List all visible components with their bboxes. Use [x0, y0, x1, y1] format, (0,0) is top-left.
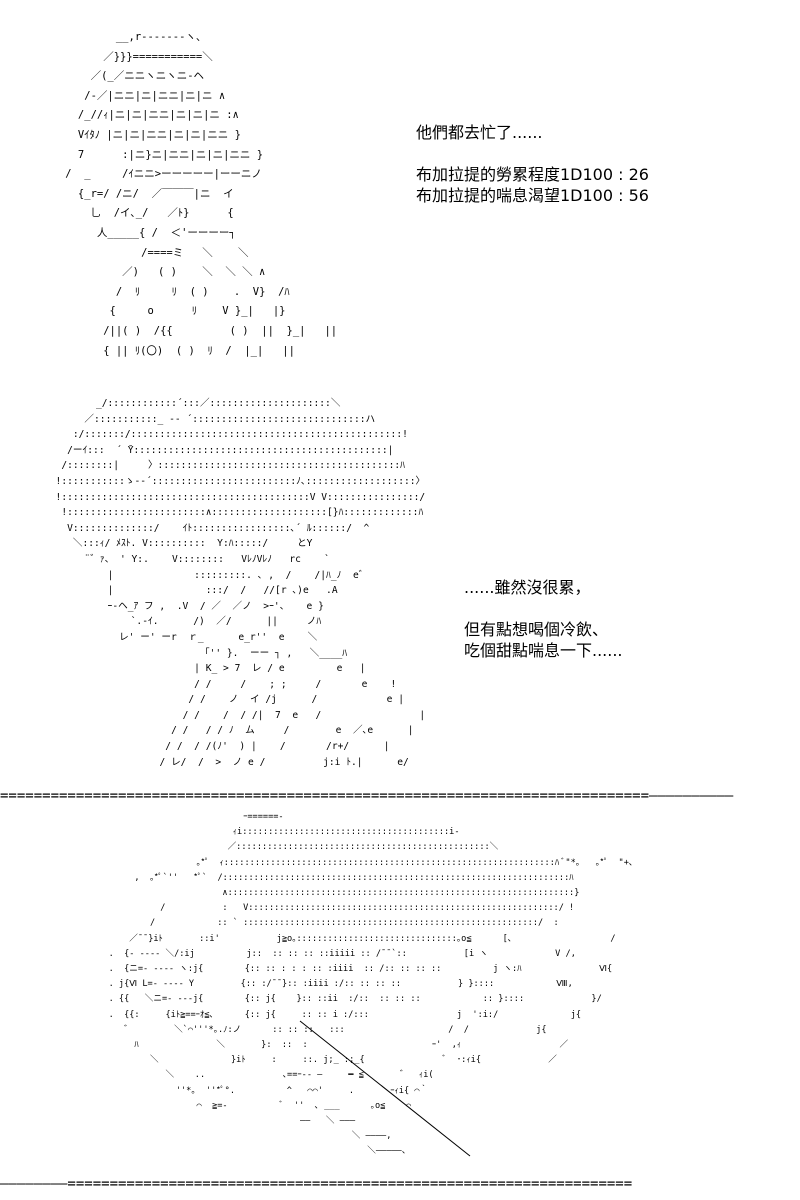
panel-3: ｰ======- ｨi:::::::::::::::::::::::::::::…	[0, 806, 800, 1176]
dialogue-line: 布加拉提的勞累程度1D100 : 26	[416, 165, 649, 184]
panel-divider-top: ========================================…	[0, 790, 734, 802]
ascii-art-character-front: __,r-------ヽ、 ／}}}===========＼ ／(_／ニニヽニヽ…	[65, 31, 338, 357]
dialogue-line: 但有點想喝個冷飲、	[464, 620, 609, 639]
dialogue-line: 他們都去忙了......	[416, 123, 543, 142]
panel-divider-bottom: ————————================================…	[0, 1178, 633, 1190]
spoon-handle-line	[299, 1020, 471, 1157]
dialogue-block-1: 他們都去忙了...... 布加拉提的勞累程度1D100 : 26 布加拉提的喘息…	[416, 122, 649, 206]
dialogue-line: 布加拉提的喘息渴望1D100 : 56	[416, 186, 649, 205]
panel-1: __,r-------ヽ、 ／}}}===========＼ ／(_／ニニヽニヽ…	[0, 0, 800, 380]
diagonal-spoon-line	[299, 1020, 471, 1157]
dialogue-line: 吃個甜點喘息一下......	[464, 641, 623, 660]
dialogue-block-2: ......雖然沒很累， 但有點想喝個冷飲、 吃個甜點喘息一下......	[464, 577, 623, 661]
ascii-art-dessert-plate: ｰ======- ｨi:::::::::::::::::::::::::::::…	[108, 812, 634, 1157]
panel-2: _/::::::::::::´:::／:::::::::::::::::::::…	[0, 390, 800, 780]
ascii-art-character-side: _/::::::::::::´:::／:::::::::::::::::::::…	[55, 398, 426, 768]
dialogue-line: ......雖然沒很累，	[464, 578, 591, 597]
